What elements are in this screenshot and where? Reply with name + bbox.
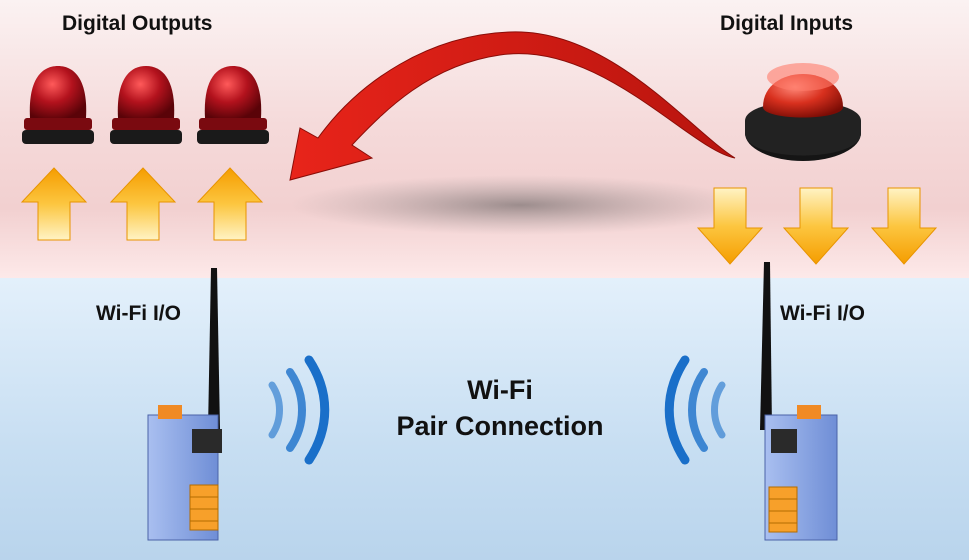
right-device-label: Wi-Fi I/O xyxy=(780,302,865,325)
connection-line1: Wi-Fi xyxy=(467,375,533,405)
antenna-icon xyxy=(760,262,772,430)
digital-inputs-title: Digital Inputs xyxy=(720,12,853,35)
connection-line2: Pair Connection xyxy=(396,411,604,441)
warning-light-icon xyxy=(22,66,94,144)
digital-outputs-title: Digital Outputs xyxy=(62,12,213,35)
up-arrow-icon xyxy=(20,167,88,241)
wifi-io-module-icon xyxy=(147,405,222,541)
down-arrow-icon xyxy=(696,187,764,265)
wifi-signal-icon xyxy=(268,355,330,465)
push-button-icon xyxy=(745,63,861,161)
down-arrow-icon xyxy=(782,187,850,265)
down-arrow-icon xyxy=(870,187,938,265)
wifi-io-module-icon xyxy=(764,405,838,541)
warning-light-icon xyxy=(110,66,182,144)
curve-shadow xyxy=(290,175,750,235)
curved-arrow-icon xyxy=(289,31,736,181)
wifi-signal-icon xyxy=(664,355,726,465)
connection-caption: Wi-Fi Pair Connection xyxy=(340,372,660,444)
warning-light-icon xyxy=(197,66,269,144)
up-arrow-icon xyxy=(196,167,264,241)
up-arrow-icon xyxy=(109,167,177,241)
left-device-label: Wi-Fi I/O xyxy=(96,302,181,325)
antenna-icon xyxy=(208,268,220,430)
